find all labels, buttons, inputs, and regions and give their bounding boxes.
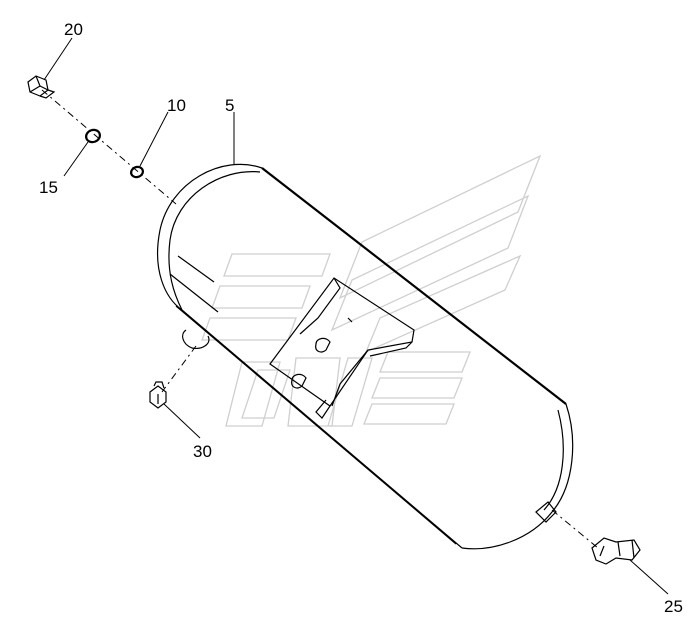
small-ring-part — [130, 165, 144, 179]
callout-15: 15 — [39, 178, 58, 197]
callout-10: 10 — [167, 96, 186, 115]
air-tank — [156, 163, 574, 550]
drain-valve-part — [591, 537, 641, 565]
callout-30: 30 — [193, 442, 212, 461]
callout-5: 5 — [225, 96, 234, 115]
watermark-logo — [201, 154, 542, 427]
axis-line-top — [41, 89, 177, 205]
callout-20: 20 — [64, 20, 83, 39]
callout-25: 25 — [664, 597, 683, 616]
leader-line-25 — [629, 559, 669, 595]
leader-line-15 — [63, 141, 89, 177]
axis-line-right — [551, 509, 599, 549]
leader-line-10 — [139, 111, 169, 167]
large-ring-part — [85, 128, 101, 144]
plug-part — [27, 75, 56, 99]
fitting-part — [149, 381, 167, 409]
axis-line-bottom — [161, 345, 197, 393]
leader-line-30 — [163, 403, 201, 439]
leader-line-20 — [43, 37, 73, 81]
